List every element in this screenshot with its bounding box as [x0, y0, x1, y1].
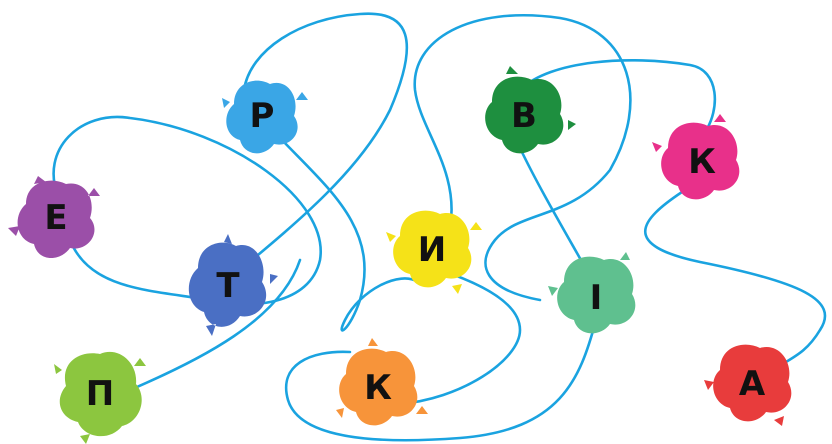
line-e-t: [54, 117, 321, 304]
blot-letter: В: [511, 96, 537, 136]
blot-k2: К: [652, 114, 739, 199]
blot-e: Е: [8, 176, 100, 258]
blot-p: П: [54, 352, 146, 444]
blot-letter: К: [688, 142, 716, 182]
line-k2-a: [645, 192, 825, 372]
blot-r: Р: [222, 81, 308, 154]
blot-i: І: [548, 252, 635, 333]
blot-letter: І: [590, 278, 603, 318]
blot-letter: И: [418, 230, 446, 270]
blot-v: В: [485, 66, 576, 153]
blot-letter: К: [364, 368, 392, 408]
blot-letter: Е: [44, 198, 67, 238]
blot-a: А: [704, 345, 791, 426]
blot-letter: А: [739, 364, 766, 404]
line-i-k1: [286, 320, 596, 440]
blot-letter: Р: [250, 96, 275, 136]
blot-letter: Т: [216, 266, 240, 306]
blot-letter: П: [86, 374, 114, 414]
